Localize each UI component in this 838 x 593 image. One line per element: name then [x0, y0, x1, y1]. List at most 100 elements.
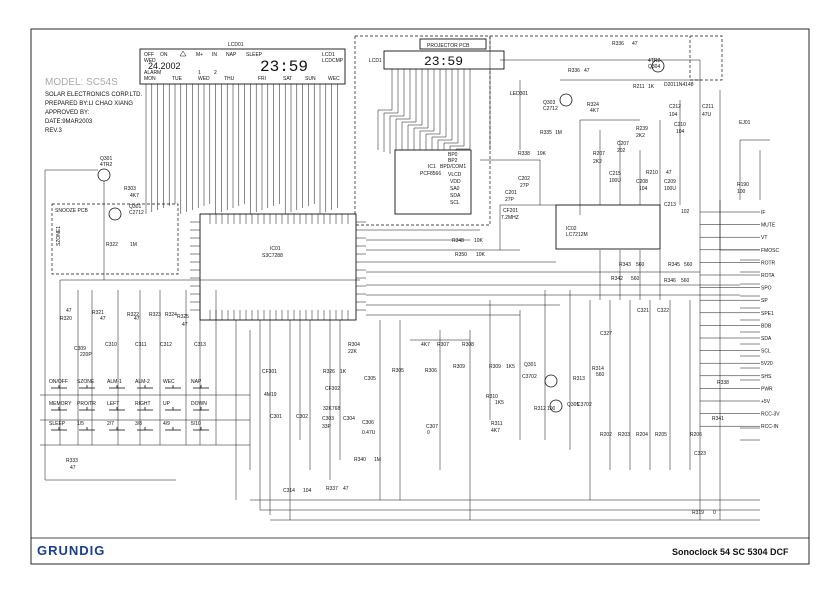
- component-ref: C311: [135, 342, 147, 348]
- projector-boundary: [354, 35, 723, 226]
- component-ref: R348: [452, 238, 464, 244]
- component-ref: EJ01: [739, 120, 751, 126]
- keypad-button: WEC: [163, 379, 181, 389]
- component-ref: R309: [453, 364, 465, 370]
- wire: [377, 69, 393, 150]
- prepared-label: PREPARED BY:LI CHAO XIANG: [45, 101, 133, 107]
- component-ref: R304: [348, 342, 360, 348]
- component-ref: R322: [106, 242, 118, 248]
- component-ref: C202: [518, 176, 530, 182]
- component-ref: 100U: [664, 186, 676, 192]
- snooze-label: SNOOZE PCB: [55, 208, 88, 214]
- lcd-weekday-7: WEC: [328, 76, 340, 82]
- component-ref: 104: [639, 186, 648, 192]
- lcd-icon-2: IN: [212, 52, 217, 58]
- component-ref: Q303: [543, 100, 555, 106]
- component-ref: R340: [354, 457, 366, 463]
- component-ref: 560: [684, 262, 693, 268]
- keypad-label: NAP: [191, 379, 202, 385]
- component-ref: R333: [66, 458, 78, 464]
- component-ref: 4K7: [130, 193, 139, 199]
- component-ref: R336: [568, 68, 580, 74]
- component-ref: 0: [713, 510, 716, 516]
- projector-title: PROJECTOR PCB: [427, 43, 470, 49]
- component-ref: R326: [323, 369, 335, 375]
- keypad-button: 3/8: [135, 421, 153, 431]
- net-label: SHS: [761, 374, 772, 380]
- lcd-date: 24.2002: [148, 61, 181, 71]
- net-label: SPE1: [761, 311, 774, 317]
- component-ref: 104: [303, 488, 312, 494]
- component-ref: C2712: [543, 106, 558, 112]
- component-ref: 4K7: [590, 108, 599, 114]
- component-ref: 560: [596, 372, 605, 378]
- snooze-boundary: [51, 203, 179, 275]
- net-label: SCL: [761, 349, 771, 355]
- keypad-label: ALM-1: [107, 379, 122, 385]
- wire: [407, 69, 423, 160]
- transistor-q301: [97, 168, 111, 182]
- component-ref: 47: [182, 322, 188, 328]
- pcf-part: PCF8566: [420, 171, 441, 177]
- component-ref: R343: [619, 262, 631, 268]
- component-ref: 27P: [505, 197, 515, 203]
- component-ref: 47: [100, 316, 106, 322]
- bell-icon: [179, 50, 187, 57]
- component-ref: 104: [676, 129, 685, 135]
- component-ref: R346: [664, 278, 676, 284]
- component-ref: R321: [92, 310, 104, 316]
- component-ref: R190: [737, 182, 749, 188]
- component-ref: R312: [534, 406, 546, 412]
- component-ref: 1K: [648, 84, 655, 90]
- lcd-weekday-4: FRI: [258, 76, 266, 82]
- component-ref: R205: [655, 432, 667, 438]
- net-label: SP: [761, 298, 768, 304]
- component-ref: R320: [60, 316, 72, 322]
- component-ref: R345: [668, 262, 680, 268]
- component-ref: Q301: [524, 362, 536, 368]
- wire: [401, 69, 417, 158]
- component-ref: R338: [717, 380, 729, 386]
- pcf-pin: BPD/COM1: [440, 164, 466, 170]
- net-labels: IFMUTEVTFMOSCROTRROTASPOSPSPE1BDBSDASCL5…: [700, 210, 780, 430]
- component-ref: 1K5: [495, 400, 504, 406]
- pcf-pin: VLCD: [448, 172, 462, 178]
- component-ref: R310: [486, 394, 498, 400]
- pcf-pin: VDD: [450, 179, 461, 185]
- snooze-pcb: SNOOZE PCB SZONE1: [51, 203, 179, 275]
- component-ref: R303: [124, 186, 136, 192]
- component-ref: C3702: [577, 402, 592, 408]
- lcd-weekday-row: TUE WED THU FRI SAT SUN WEC: [172, 76, 340, 82]
- component-ref: 104: [669, 112, 678, 118]
- keypad-label: RIGHT: [135, 401, 151, 407]
- lcd-time: 23:59: [260, 58, 308, 76]
- component-ref: C209: [664, 179, 676, 185]
- keypad-button: LEFT: [107, 401, 125, 411]
- keypad-button: ALM-2: [135, 379, 153, 389]
- component-ref: CF301: [262, 369, 277, 375]
- lcd-flag-5: ON: [160, 52, 168, 58]
- main-lcd: LCD01 OFF WED ALARM MON ON 24.2002 M+ IN…: [139, 42, 346, 214]
- component-ref: R323: [149, 312, 161, 318]
- lcd-icon-1: M+: [196, 52, 203, 58]
- component-ref: 2K2: [636, 133, 645, 139]
- component-ref: 10K: [474, 238, 484, 244]
- transistor-q306: [549, 399, 563, 413]
- component-ref: C327: [600, 331, 612, 337]
- component-ref: 1M: [555, 130, 562, 136]
- ic2-part: LC7212M: [566, 232, 588, 238]
- mcu-ref: IC01: [270, 246, 281, 252]
- lcd-tag-1: LCD1: [322, 52, 335, 58]
- component-ref: C201: [505, 190, 517, 196]
- component-ref: 47: [134, 316, 140, 322]
- pcf8566-chip: [394, 149, 472, 215]
- keypad-label: 5/10: [191, 421, 201, 427]
- keypad-button: 1/5: [77, 421, 95, 431]
- component-ref: LED301: [510, 91, 528, 97]
- component-ref: C3702: [522, 374, 537, 380]
- keypad-label: LEFT: [107, 401, 119, 407]
- keypad-button: ON/OFF: [49, 379, 68, 389]
- net-label: RCC-IN: [761, 424, 779, 430]
- component-ref: 47U: [702, 112, 712, 118]
